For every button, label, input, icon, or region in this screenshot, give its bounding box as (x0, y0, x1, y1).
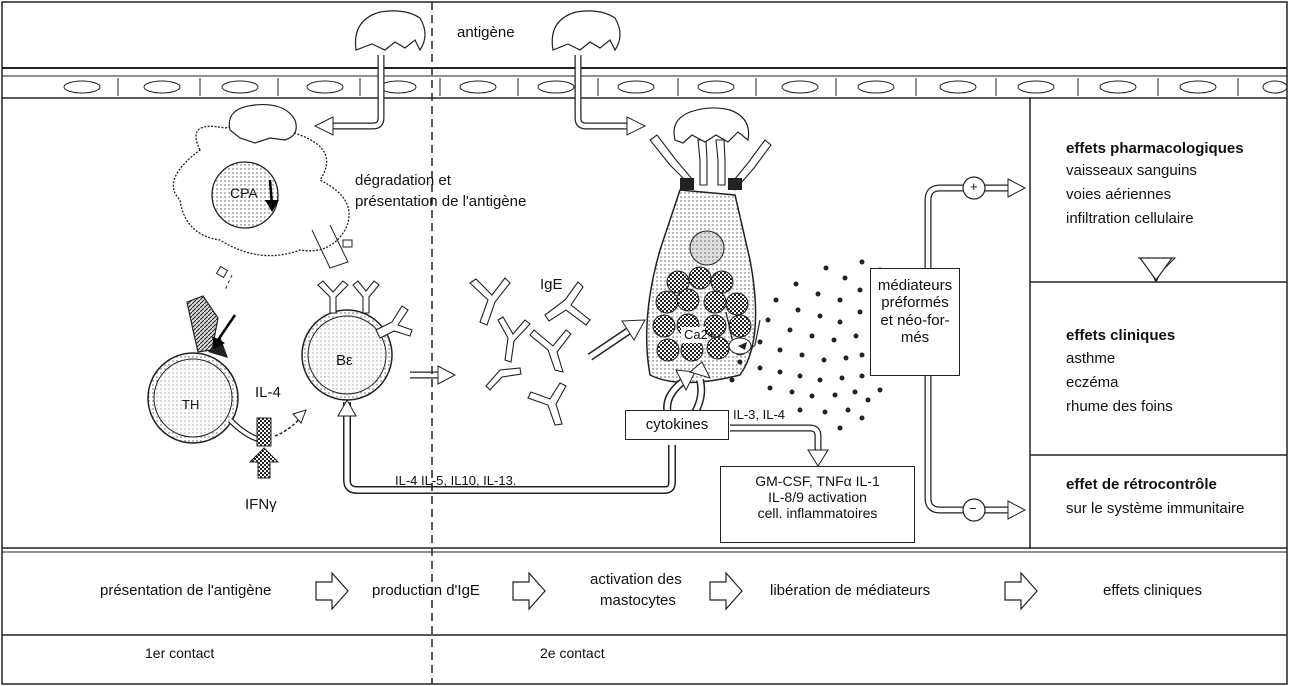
plus-sign: + (970, 179, 978, 194)
ige-molecules (469, 277, 591, 426)
il3-il4-label: IL-3, IL-4 (733, 407, 786, 422)
clinical-item: asthme (1066, 350, 1116, 367)
il4-label: IL-4 (255, 384, 281, 401)
antigen-shape-1 (354, 10, 426, 52)
interleukins-label: IL-4 IL-5, IL10, IL-13. (395, 473, 517, 488)
calcium-label: Ca2+ (684, 327, 716, 342)
retro-title: effet de rétrocontrôle (1066, 476, 1217, 493)
step-ige-production: production d'IgE (372, 582, 480, 599)
step-arrows (315, 571, 1038, 611)
antigen-shape-2 (551, 10, 621, 52)
step-activation: activation des (590, 571, 682, 588)
cytokines-box: cytokines (625, 410, 729, 440)
pharma-item: vaisseaux sanguins (1066, 162, 1197, 179)
minus-sign: − (969, 501, 977, 516)
clinical-item: rhume des foins (1066, 398, 1173, 415)
pharma-title: effets pharmacologiques (1066, 140, 1244, 157)
be-label: Bε (336, 352, 353, 369)
first-contact-label: 1er contact (145, 645, 215, 661)
clinical-title: effets cliniques (1066, 327, 1176, 344)
pharma-item: voies aériennes (1066, 186, 1172, 203)
antigen-label: antigène (457, 24, 515, 41)
degradation-label: dégradation et (355, 172, 451, 189)
step-clinical-effects: effets cliniques (1103, 582, 1202, 599)
clinical-item: eczéma (1066, 374, 1119, 391)
second-contact-label: 2e contact (540, 645, 605, 661)
cpa-label: CPA (230, 185, 258, 201)
step-mastocytes: mastocytes (600, 592, 676, 609)
epithelium (63, 78, 1288, 96)
pharma-item: infiltration cellulaire (1066, 210, 1194, 227)
step-mediator-release: libération de médiateurs (770, 582, 931, 599)
th-label: TH (182, 397, 200, 412)
down-arrow (1138, 257, 1174, 282)
presentation-label: présentation de l'antigène (355, 193, 527, 210)
ige-label: IgE (540, 276, 563, 293)
ifng-label: IFNγ (245, 496, 277, 513)
retro-item: sur le système immunitaire (1066, 500, 1245, 517)
step-presentation: présentation de l'antigène (100, 582, 272, 599)
